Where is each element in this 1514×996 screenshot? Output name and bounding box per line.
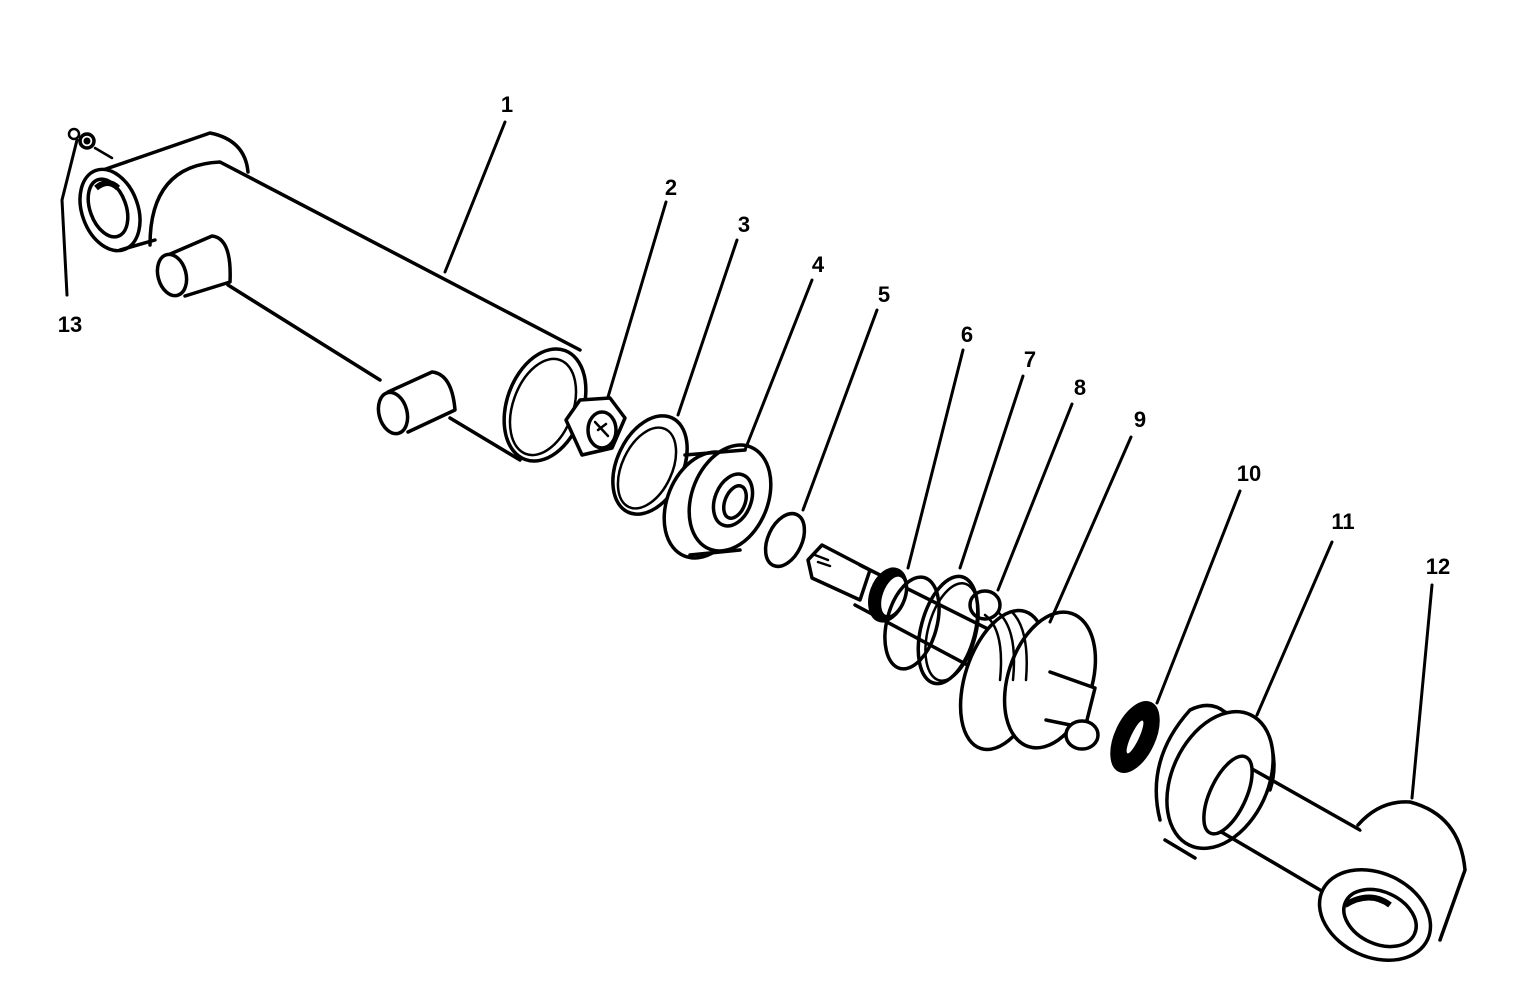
part-rod-assembly: [806, 543, 1100, 752]
callout-11: 11: [1331, 509, 1355, 534]
callout-7: 7: [1023, 347, 1037, 372]
part-13-grease-fitting: [67, 127, 114, 160]
callout-10: 10: [1236, 461, 1262, 486]
callout-4: 4: [811, 252, 825, 277]
part-11-12-rod-end: [1154, 703, 1467, 963]
callout-9: 9: [1133, 407, 1147, 432]
part-1-cylinder-barrel: [78, 131, 588, 463]
callout-13: 13: [57, 312, 83, 337]
part-4-gland: [662, 443, 773, 560]
callout-12: 12: [1425, 554, 1451, 579]
part-10-seal: [1110, 701, 1160, 773]
leader-lines: [60, 120, 1434, 800]
callout-2: 2: [664, 175, 678, 200]
callout-6: 6: [960, 322, 974, 347]
callout-5: 5: [877, 282, 891, 307]
callout-1: 1: [500, 92, 514, 117]
callout-3: 3: [737, 212, 751, 237]
part-2-nut: [564, 396, 627, 457]
callout-8: 8: [1073, 375, 1087, 400]
part-5-o-ring: [763, 511, 807, 569]
